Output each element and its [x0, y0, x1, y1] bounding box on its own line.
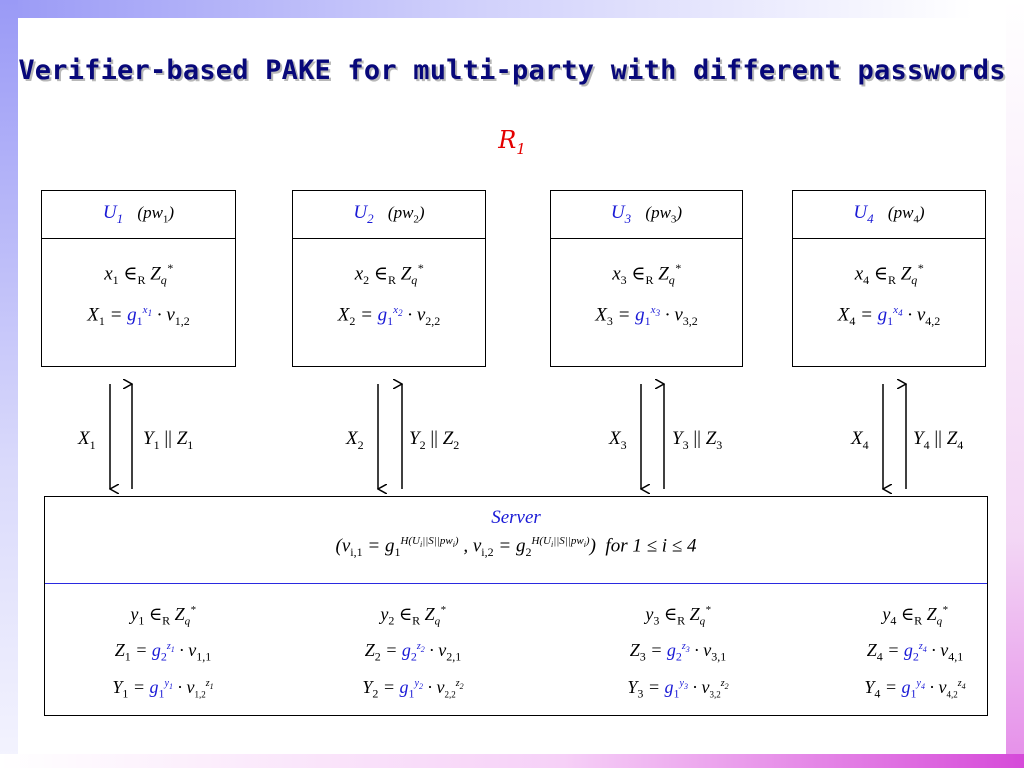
send-label-4: X4 — [851, 428, 869, 452]
user-2-password: (pw2) — [387, 203, 425, 226]
round-label: R1 — [498, 126, 526, 158]
server-3-random-y: y3 ∈R Zq* — [645, 604, 711, 628]
slide-title: Verifier-based PAKE for multi-party with… — [18, 55, 1006, 86]
user-2-name: U2 — [353, 202, 374, 226]
user-3-X-formula: X3 = g1x3 · v3,2 — [595, 304, 698, 329]
user-box-2: U2 (pw2) x2 ∈R Zq* X2 = g1x2 · v2,2 — [292, 190, 486, 367]
user-box-3: U3 (pw3) x3 ∈R Zq* X3 = g1x3 · v3,2 — [550, 190, 743, 367]
recv-label-1: Y1 || Z1 — [143, 428, 194, 452]
user-4-X-formula: X4 = g1x4 · v4,2 — [837, 304, 941, 329]
user-box-1: U1 (pw1) x1 ∈R Zq* X1 = g1x1 · v1,2 — [41, 190, 236, 367]
user-1-name: U1 — [102, 202, 124, 226]
user-3-password: (pw3) — [645, 203, 683, 226]
recv-label-4: Y4 || Z4 — [913, 428, 964, 452]
server-name: Server — [491, 507, 541, 528]
user-1-password: (pw1) — [137, 203, 175, 226]
user-4-random-x: x4 ∈R Zq* — [854, 261, 924, 288]
user-4-name: U4 — [853, 202, 874, 226]
server-4-random-y: y4 ∈R Zq* — [882, 604, 948, 628]
server-column-4: y4 ∈R Zq* Z4 = g2z4 · v4,1 Y4 = g1y4 · v… — [797, 597, 1024, 708]
server-column-3: y3 ∈R Zq* Z3 = g2z3 · v3,1 Y3 = g1y3 · v… — [560, 597, 796, 708]
user-3-name: U3 — [610, 202, 632, 226]
server-verifier-formula: (vi,1 = g1H(Ui||S||pwi) , vi,2 = g2H(Ui|… — [335, 535, 697, 560]
user-4-password: (pw4) — [887, 203, 925, 226]
send-label-3: X3 — [609, 428, 627, 452]
user-2-random-x: x2 ∈R Zq* — [354, 261, 424, 288]
user-4-header: U4 (pw4) — [793, 191, 985, 239]
server-2-Y-formula: Y2 = g1y2 · v2,2z2 — [362, 677, 464, 701]
send-label-1: X1 — [78, 428, 96, 452]
user-1-random-x: x1 ∈R Zq* — [104, 261, 173, 288]
server-column-2: y2 ∈R Zq* Z2 = g2z2 · v2,1 Y2 = g1y2 · v… — [295, 597, 531, 708]
server-3-Y-formula: Y3 = g1y3 · v3,2z2 — [627, 677, 729, 701]
server-1-Y-formula: Y1 = g1y1 · v1,2z1 — [112, 677, 214, 701]
send-label-2: X2 — [346, 428, 364, 452]
server-1-random-y: y1 ∈R Zq* — [130, 604, 196, 628]
server-1-Z-formula: Z1 = g2z1 · v1,1 — [114, 640, 212, 664]
server-box: Server (vi,1 = g1H(Ui||S||pwi) , vi,2 = … — [44, 496, 988, 716]
user-3-random-x: x3 ∈R Zq* — [612, 261, 681, 288]
server-column-1: y1 ∈R Zq* Z1 = g2z1 · v1,1 Y1 = g1y1 · v… — [45, 597, 281, 708]
top-border-band — [0, 0, 1024, 18]
server-2-Z-formula: Z2 = g2z2 · v2,1 — [364, 640, 462, 664]
user-1-X-formula: X1 = g1x1 · v1,2 — [87, 304, 190, 329]
left-border-band — [0, 0, 18, 768]
server-2-random-y: y2 ∈R Zq* — [380, 604, 446, 628]
server-4-Y-formula: Y4 = g1y4 · v4,2z4 — [864, 677, 966, 701]
user-box-4: U4 (pw4) x4 ∈R Zq* X4 = g1x4 · v4,2 — [792, 190, 986, 367]
recv-label-3: Y3 || Z3 — [672, 428, 723, 452]
user-2-header: U2 (pw2) — [293, 191, 485, 239]
user-1-header: U1 (pw1) — [42, 191, 235, 239]
server-header: Server (vi,1 = g1H(Ui||S||pwi) , vi,2 = … — [45, 497, 987, 584]
bottom-border-band — [0, 754, 1024, 768]
user-2-X-formula: X2 = g1x2 · v2,2 — [337, 304, 441, 329]
server-3-Z-formula: Z3 = g2z3 · v3,1 — [629, 640, 727, 664]
server-4-Z-formula: Z4 = g2z4 · v4,1 — [866, 640, 964, 664]
user-3-header: U3 (pw3) — [551, 191, 742, 239]
right-border-band — [1006, 0, 1024, 768]
recv-label-2: Y2 || Z2 — [409, 428, 460, 452]
